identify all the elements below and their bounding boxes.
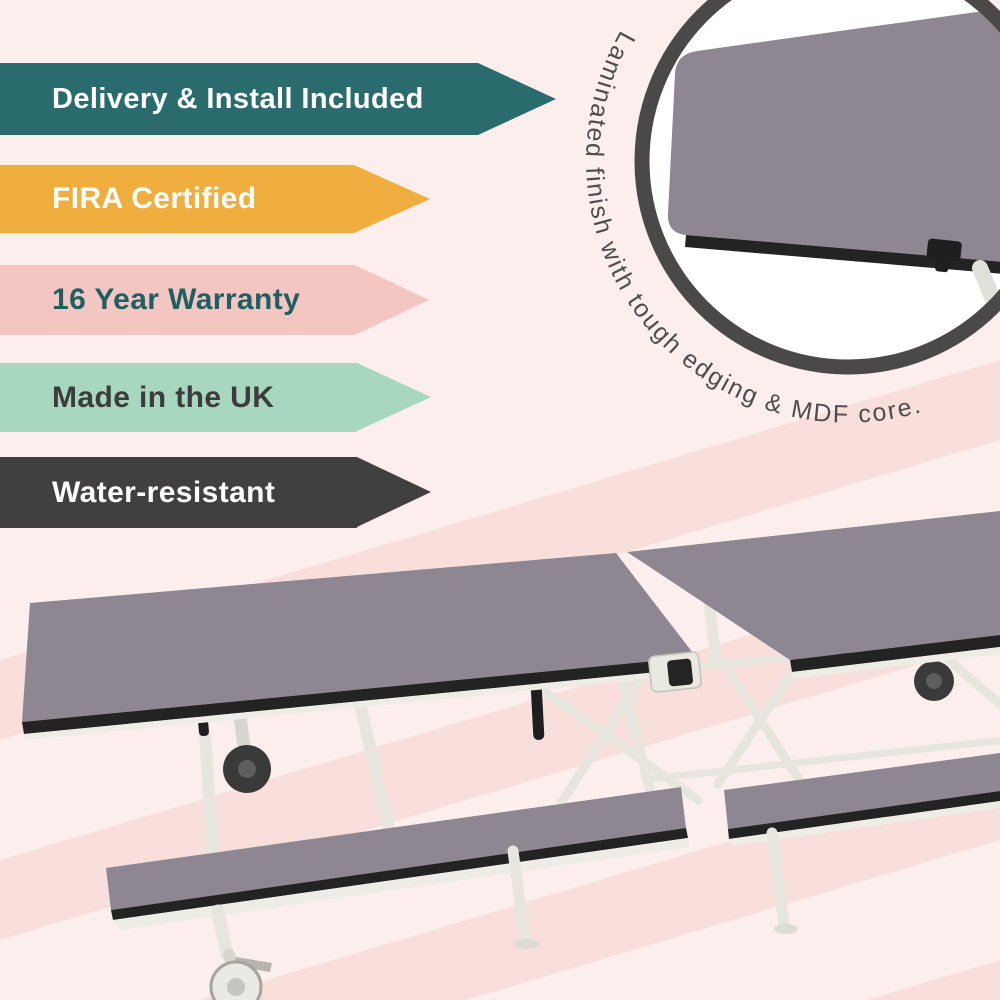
caster-left-table bbox=[223, 710, 271, 793]
badge-label: Water-resistant bbox=[0, 457, 357, 528]
bench-edges bbox=[111, 791, 1000, 920]
badge-water-resistant: Water-resistant bbox=[0, 457, 431, 528]
table-frame bbox=[199, 552, 1000, 870]
product-photo bbox=[22, 511, 1000, 1000]
inset-table-edge bbox=[685, 235, 1000, 274]
zoom-inset: Laminated finish with tough edging & MDF… bbox=[580, 0, 1000, 429]
tabletops bbox=[22, 511, 1000, 740]
bench-legs bbox=[211, 827, 790, 961]
tabletop-edges bbox=[22, 635, 1000, 734]
benches bbox=[106, 753, 1000, 930]
bench-right bbox=[724, 753, 1000, 829]
badge-made-in-uk: Made in the UK bbox=[0, 363, 431, 432]
inset-tabletop bbox=[667, 8, 1000, 262]
badge-label: FIRA Certified bbox=[0, 165, 354, 233]
badge-label: 16 Year Warranty bbox=[0, 265, 355, 335]
inset-photo bbox=[667, 8, 1000, 360]
tabletop-aprons bbox=[24, 647, 1000, 740]
badge-warranty: 16 Year Warranty bbox=[0, 265, 429, 335]
badge-label: Delivery & Install Included bbox=[0, 63, 478, 135]
badge-arrow bbox=[478, 63, 556, 135]
tabletop-right bbox=[627, 511, 1000, 660]
caster-bench-lock bbox=[209, 949, 272, 1000]
badge-arrow bbox=[357, 457, 431, 527]
badge-label: Made in the UK bbox=[0, 363, 357, 432]
tabletop-left bbox=[22, 553, 696, 722]
badge-arrow bbox=[354, 165, 430, 233]
hinge-bracket bbox=[648, 651, 702, 693]
bench-feet bbox=[514, 924, 798, 949]
bench-left bbox=[106, 787, 686, 910]
badge-arrow bbox=[355, 265, 429, 335]
badge-fira-certified: FIRA Certified bbox=[0, 165, 430, 233]
bench-aprons bbox=[113, 801, 1000, 930]
inset-clamp bbox=[926, 238, 962, 273]
badge-arrow bbox=[357, 363, 431, 431]
badge-delivery-install: Delivery & Install Included bbox=[0, 63, 556, 135]
